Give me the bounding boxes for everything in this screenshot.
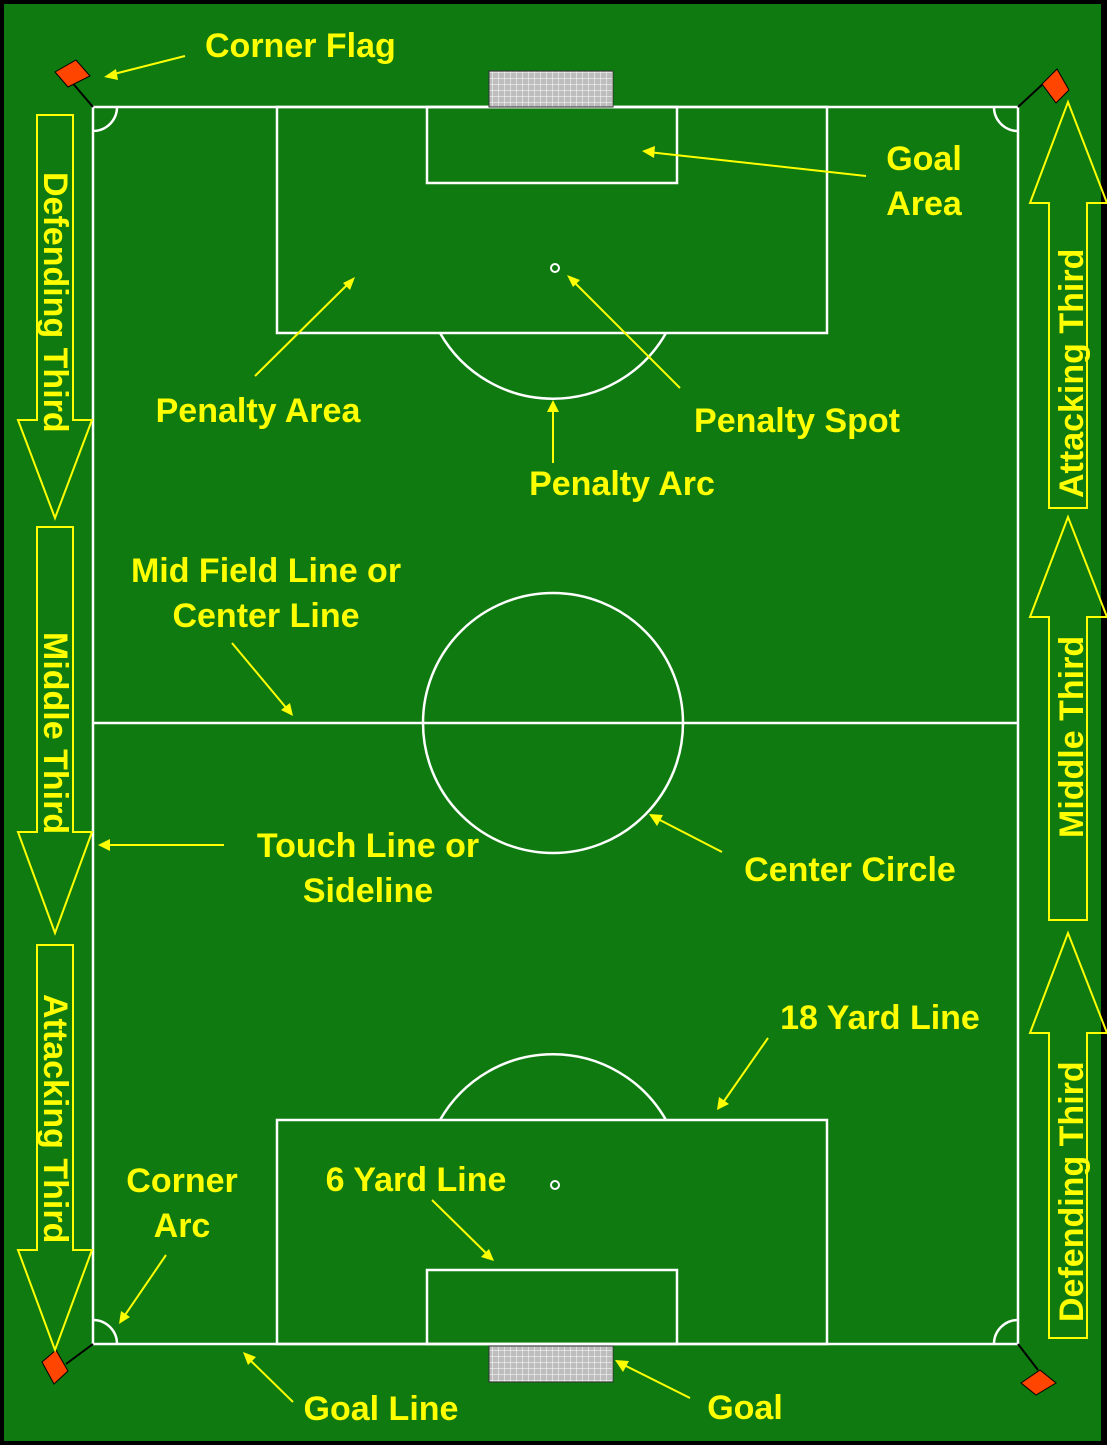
left-middle-third-arrow: Middle Third: [16, 526, 94, 936]
center-circle-label: Center Circle: [744, 851, 956, 889]
six-yard-line-label: 6 Yard Line: [326, 1161, 507, 1199]
mid-field-line-label-line2: Center Line: [172, 597, 359, 635]
corner-flag-bottom-left: [41, 1343, 94, 1385]
goal-label: Goal: [707, 1389, 783, 1427]
goal-area-label-line1: Goal: [886, 140, 962, 178]
corner-arc-bottom-left: [92, 1318, 119, 1345]
touch-line-label-line1: Touch Line or: [257, 827, 479, 865]
corner-arc-label-line2: Arc: [154, 1207, 211, 1245]
bottom-goal-area: [425, 1268, 679, 1346]
bottom-goal: [488, 1345, 614, 1383]
left-defending-third-label: Defending Third: [36, 172, 74, 433]
mid-field-line-label-line1: Mid Field Line or: [131, 552, 401, 590]
top-penalty-arc: [438, 332, 668, 400]
penalty-arc-label: Penalty Arc: [529, 465, 715, 503]
right-defending-third-arrow: Defending Third: [1028, 930, 1107, 1339]
bottom-penalty-spot: [550, 1180, 560, 1190]
corner-arc-bottom-right: [992, 1318, 1019, 1345]
eighteen-yard-line-label: 18 Yard Line: [780, 999, 980, 1037]
penalty-spot-label: Penalty Spot: [694, 402, 900, 440]
corner-arc-label-line1: Corner: [126, 1162, 237, 1200]
left-attacking-third-arrow: Attacking Third: [16, 944, 94, 1353]
corner-flag-top-left: [54, 59, 94, 108]
corner-flag-label: Corner Flag: [205, 27, 396, 65]
pointer-lines: [98, 55, 867, 1403]
right-middle-third-label: Middle Third: [1053, 636, 1091, 838]
touch-line-label-line2: Sideline: [303, 872, 433, 910]
right-middle-third-arrow: Middle Third: [1028, 514, 1107, 921]
corner-arc-top-right: [992, 106, 1019, 133]
left-attacking-third-label: Attacking Third: [36, 994, 74, 1243]
right-attacking-third-label: Attacking Third: [1053, 249, 1091, 498]
center-circle: [421, 591, 685, 855]
corner-arc-top-left: [92, 106, 119, 133]
left-middle-third-label: Middle Third: [36, 632, 74, 834]
left-defending-third-arrow: Defending Third: [16, 114, 94, 521]
top-goal: [488, 70, 614, 108]
right-defending-third-label: Defending Third: [1053, 1061, 1091, 1322]
bottom-penalty-arc: [438, 1053, 668, 1121]
top-penalty-spot: [550, 263, 560, 273]
goal-area-label-line2: Area: [886, 185, 963, 223]
penalty-area-label: Penalty Area: [156, 392, 362, 430]
corner-flag-bottom-right: [1017, 1343, 1057, 1396]
corner-flag-top-right: [1017, 68, 1070, 108]
right-attacking-third-arrow: Attacking Third: [1028, 99, 1107, 509]
goal-line-label: Goal Line: [304, 1390, 459, 1428]
